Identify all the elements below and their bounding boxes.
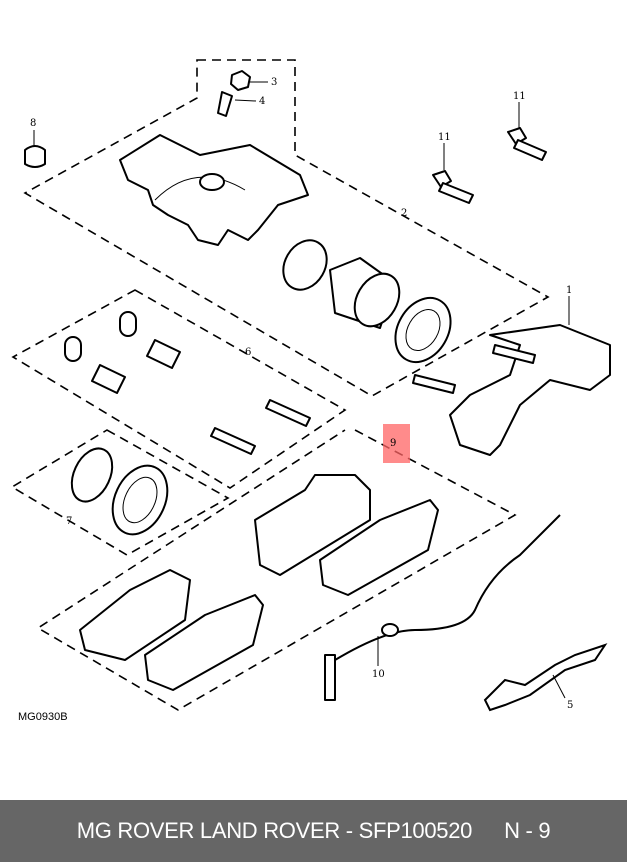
footer-reference: N - 9 xyxy=(504,818,551,843)
seal-kit-part-7-seal xyxy=(70,447,114,503)
wire-clip-part-5 xyxy=(483,643,608,712)
label-8: 8 xyxy=(30,118,36,129)
label-3: 3 xyxy=(271,77,277,88)
highlighted-part-marker[interactable] xyxy=(383,424,410,463)
label-11-a: 11 xyxy=(513,91,526,102)
label-6: 6 xyxy=(245,347,251,358)
brake-pad-set-part-9 xyxy=(79,474,439,691)
guide-bush-set-part-6 xyxy=(64,311,311,455)
footer-brand-part-number: MG ROVER LAND ROVER - SFP100520 xyxy=(76,818,473,843)
group-9-outline xyxy=(36,429,517,711)
carrier-bracket-part-1 xyxy=(412,324,611,456)
group-7-outline xyxy=(10,429,230,556)
label-5: 5 xyxy=(567,700,573,711)
wear-sensor-part-10 xyxy=(324,514,561,701)
label-11-b: 11 xyxy=(438,132,451,143)
group-6-outline xyxy=(11,289,347,489)
bolt-part-11-a xyxy=(507,127,547,161)
dust-cap-part-8 xyxy=(24,145,46,168)
seal-kit-part-7-boot xyxy=(111,464,169,536)
caliper-housing-part-2 xyxy=(119,134,309,246)
parts-diagram: 3 4 8 11 11 2 1 6 7 10 5 MG0930B xyxy=(10,59,611,723)
bleed-screw-part-4 xyxy=(217,91,233,117)
bolt-part-11-b xyxy=(432,170,474,204)
drawing-code: MG0930B xyxy=(18,711,68,723)
label-7: 7 xyxy=(66,516,72,527)
label-1: 1 xyxy=(566,285,572,296)
piston-boot xyxy=(394,297,452,363)
group-2-outline xyxy=(23,59,550,397)
label-10: 10 xyxy=(372,669,385,680)
label-4: 4 xyxy=(259,96,265,107)
piston-seal xyxy=(282,239,328,291)
piston xyxy=(329,257,401,329)
bleed-cap-part-3 xyxy=(230,70,251,91)
label-2: 2 xyxy=(401,208,407,219)
footer-bar: MG ROVER LAND ROVER - SFP100520 N - 9 xyxy=(0,800,627,862)
